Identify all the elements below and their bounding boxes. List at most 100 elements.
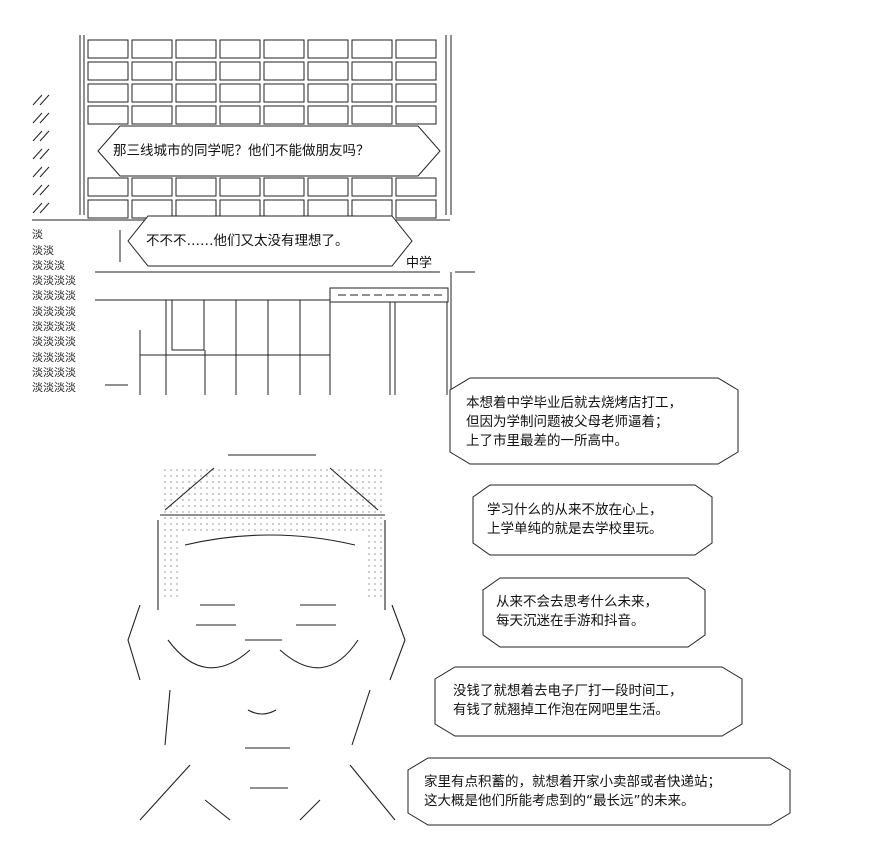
building-window xyxy=(219,39,261,59)
hair-dot xyxy=(230,529,232,531)
wall-mark xyxy=(32,202,43,214)
building-window xyxy=(219,83,261,103)
hair-dot xyxy=(296,481,298,483)
hair-dot xyxy=(188,493,190,495)
hair-dot xyxy=(320,469,322,471)
narration-5-line-1: 家里有点积蓄的，就想着开家小卖部或者快递站； xyxy=(424,774,721,790)
hair-dot xyxy=(206,529,208,531)
wall-mark xyxy=(39,166,50,178)
hair-dot xyxy=(170,583,172,585)
hair-dot xyxy=(344,469,346,471)
hair-dot xyxy=(368,577,370,579)
hair-dot xyxy=(290,469,292,471)
hair-dot xyxy=(170,571,172,573)
hair-dot xyxy=(182,475,184,477)
hair-dot xyxy=(338,529,340,531)
hair-dot xyxy=(248,505,250,507)
hair-dot xyxy=(350,487,352,489)
hair-dot xyxy=(356,505,358,507)
hair-dot xyxy=(374,571,376,573)
hair-dot xyxy=(350,499,352,501)
hair-dot xyxy=(380,529,382,531)
hair-dot xyxy=(344,523,346,525)
building-window xyxy=(175,199,217,219)
hair-dot xyxy=(248,517,250,519)
narration-2-line-2: 上学单纯的就是去学校里玩。 xyxy=(487,521,663,537)
hair-dot xyxy=(170,535,172,537)
hair-dot xyxy=(176,523,178,525)
hair-dot xyxy=(374,511,376,513)
hair-dot xyxy=(170,547,172,549)
hair-dot xyxy=(338,499,340,501)
hair-dot xyxy=(332,517,334,519)
hair-dot xyxy=(356,523,358,525)
hair-dot xyxy=(206,523,208,525)
hair-dot xyxy=(260,511,262,513)
hair-dot xyxy=(380,589,382,591)
hair-dot xyxy=(380,559,382,561)
hair-dot xyxy=(260,499,262,501)
building-window xyxy=(307,39,349,59)
building-window xyxy=(87,83,129,103)
hair-dot xyxy=(164,535,166,537)
hair-dot xyxy=(218,469,220,471)
hair-dot xyxy=(368,589,370,591)
hair-dot xyxy=(206,517,208,519)
hair-dot xyxy=(368,559,370,561)
hair-dot xyxy=(272,529,274,531)
hair-dot xyxy=(194,505,196,507)
hair-dot xyxy=(374,487,376,489)
wall-mark xyxy=(39,94,50,106)
building-window xyxy=(219,199,261,219)
hair-dot xyxy=(176,583,178,585)
building-window xyxy=(131,83,173,103)
hair-dot xyxy=(272,493,274,495)
question-text: 那三线城市的同学呢？他们不能做朋友吗？ xyxy=(113,143,370,159)
hair-dot xyxy=(332,499,334,501)
hair-dot xyxy=(248,511,250,513)
hair-dot xyxy=(170,511,172,513)
hair-dot xyxy=(380,577,382,579)
hair-dot xyxy=(218,523,220,525)
building-window xyxy=(175,105,217,125)
hair-dot xyxy=(254,481,256,483)
hair-dot xyxy=(164,481,166,483)
hair-dot xyxy=(188,481,190,483)
hair-dot xyxy=(266,487,268,489)
building-window xyxy=(351,105,393,125)
hair-dot xyxy=(332,481,334,483)
hair-dot xyxy=(260,469,262,471)
hair-dot xyxy=(302,487,304,489)
hair-dot xyxy=(218,529,220,531)
building-window xyxy=(263,177,305,197)
hair-dot xyxy=(176,595,178,597)
narration-4-line-1: 没钱了就想着去电子厂打一段时间工， xyxy=(453,683,683,699)
hair-dot xyxy=(326,517,328,519)
hair-dot xyxy=(368,499,370,501)
hair-dot xyxy=(362,511,364,513)
hair-dot xyxy=(242,511,244,513)
hair-dot xyxy=(374,535,376,537)
hair-dot xyxy=(194,529,196,531)
hair-dot xyxy=(224,523,226,525)
hair-dot xyxy=(338,475,340,477)
narration-2-line-1: 学习什么的从来不放在心上， xyxy=(487,502,663,518)
hair-dot xyxy=(212,469,214,471)
building-window xyxy=(87,177,129,197)
hair-dot xyxy=(380,511,382,513)
hair-dot xyxy=(302,523,304,525)
hair-dot xyxy=(284,493,286,495)
hair-dot xyxy=(164,523,166,525)
hair-dot xyxy=(278,517,280,519)
wall-mark xyxy=(32,112,43,124)
hair-dot xyxy=(182,469,184,471)
hair-dot xyxy=(368,535,370,537)
hair-dot xyxy=(188,475,190,477)
hair-dot xyxy=(194,481,196,483)
hair-dot xyxy=(266,523,268,525)
hair-dot xyxy=(332,511,334,513)
hair-dot xyxy=(254,499,256,501)
hair-dot xyxy=(164,577,166,579)
hair-dot xyxy=(356,469,358,471)
